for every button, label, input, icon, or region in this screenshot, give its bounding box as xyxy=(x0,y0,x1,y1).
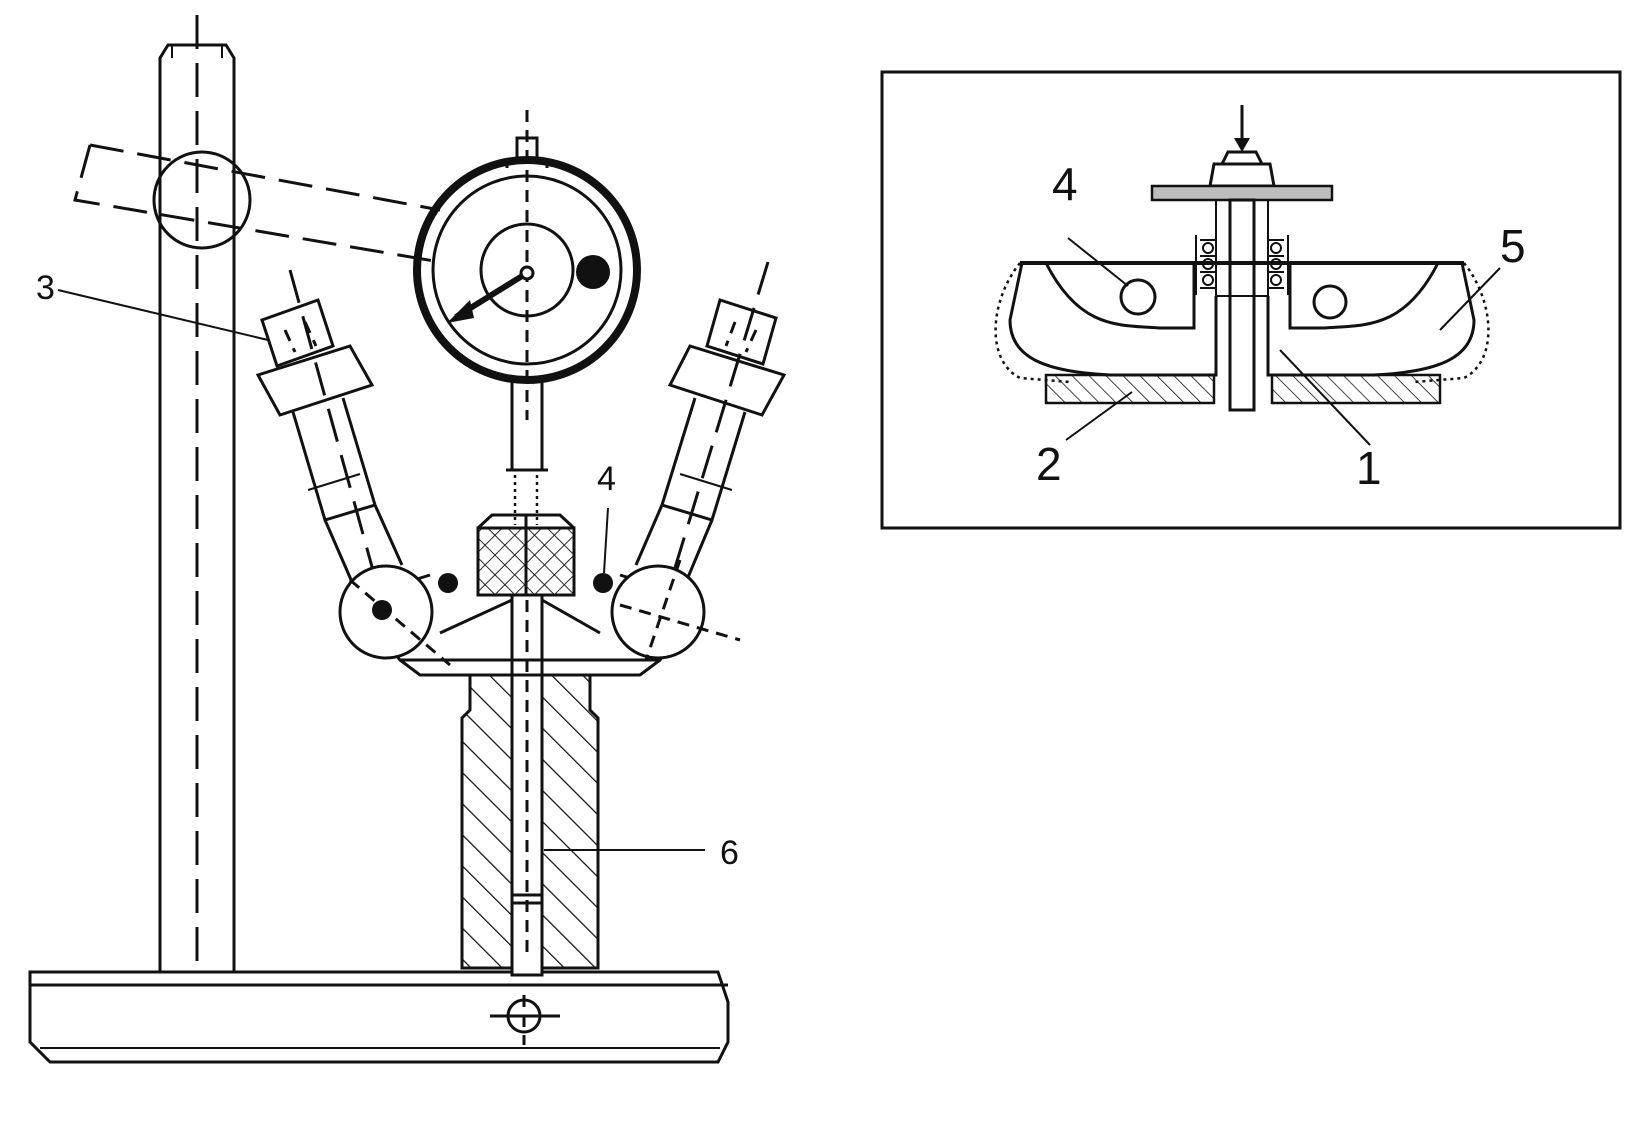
main-device: 3 4 6 xyxy=(28,15,787,1064)
support-column xyxy=(158,15,236,972)
inset-label-1: 1 xyxy=(1356,442,1382,494)
label-4: 4 xyxy=(597,460,616,498)
main-leaders xyxy=(57,289,705,851)
inset-label-5: 5 xyxy=(1500,220,1526,272)
label-6: 6 xyxy=(720,834,739,872)
rolling-table xyxy=(338,513,741,677)
left-indicator-holder xyxy=(255,269,404,651)
inset-label-4: 4 xyxy=(1052,158,1078,210)
housing-body xyxy=(460,595,600,977)
inset-leaders xyxy=(1065,237,1501,446)
inset-panel: 4 5 2 1 xyxy=(880,70,1622,530)
base-plate xyxy=(28,970,730,1064)
inset-support xyxy=(1044,373,1442,405)
clamp-arm xyxy=(73,143,441,264)
label-3: 3 xyxy=(36,269,55,307)
dial-indicator xyxy=(413,110,641,525)
inset-label-2: 2 xyxy=(1036,438,1062,490)
